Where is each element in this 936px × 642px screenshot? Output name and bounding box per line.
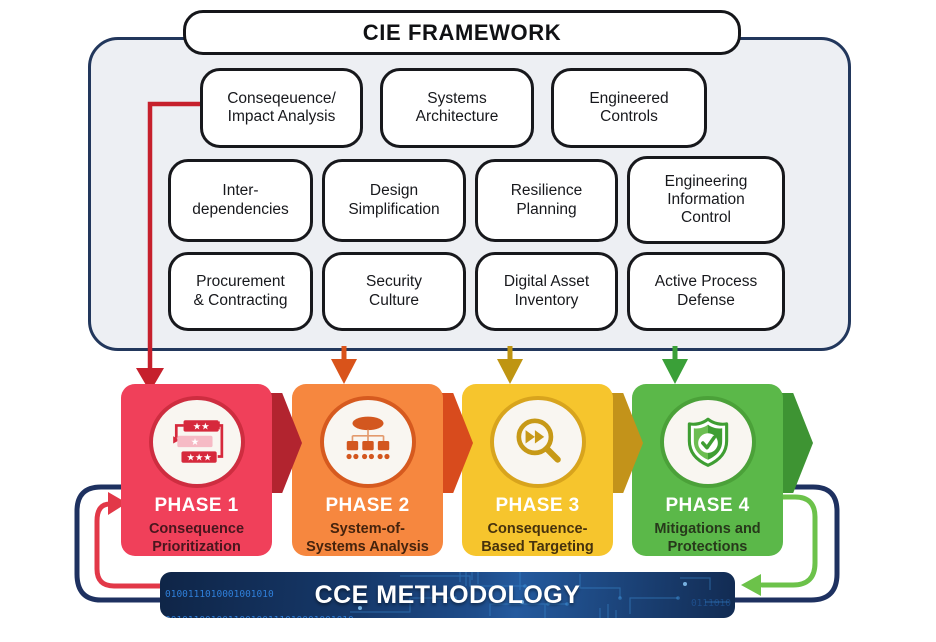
framework-to-phase4-arrow xyxy=(662,359,688,384)
phase3-label: PHASE 3 xyxy=(495,494,580,516)
framework-to-phase2-arrow xyxy=(331,359,357,384)
system-of-systems-icon xyxy=(345,416,390,459)
phase1-card: ★★ ★ ★★★ PHASE 1 Consequence Prioritizat… xyxy=(121,384,272,556)
phase2-title: System-of- Systems Analysis xyxy=(306,520,429,555)
box-resilience-planning: Resilience Planning xyxy=(475,159,618,242)
phase4-title: Mitigations and Protections xyxy=(654,520,761,555)
binary-code-text-right: 0111010 010010 xyxy=(690,598,731,609)
phase2-label: PHASE 2 xyxy=(325,494,410,516)
phase4-label: PHASE 4 xyxy=(665,494,750,516)
box-systems-architecture: Systems Architecture xyxy=(380,68,534,148)
phase4-icon-circle xyxy=(659,396,756,488)
phase4-card: PHASE 4 Mitigations and Protections xyxy=(632,384,783,556)
phase2-card: PHASE 2 System-of- Systems Analysis xyxy=(292,384,443,556)
phase1-icon-circle: ★★ ★ ★★★ xyxy=(148,396,245,488)
cce-methodology-banner: 0100111010001001010 00101100100110010011… xyxy=(160,572,735,618)
phase3-card: PHASE 3 Consequence- Based Targeting xyxy=(462,384,613,556)
phase3-title: Consequence- Based Targeting xyxy=(481,520,594,555)
svg-text:★★★: ★★★ xyxy=(186,452,211,462)
svg-text:★: ★ xyxy=(190,437,198,447)
phase1-label: PHASE 1 xyxy=(154,494,239,516)
box-digital-asset-inventory: Digital Asset Inventory xyxy=(475,252,618,331)
box-consequence-impact-analysis: Conseqeuence/ Impact Analysis xyxy=(200,68,363,148)
cie-framework-title: CIE FRAMEWORK xyxy=(183,10,741,55)
cce-methodology-title: CCE METHODOLOGY xyxy=(314,580,581,609)
box-interdependencies: Inter- dependencies xyxy=(168,159,313,242)
framework-to-phase3-arrow xyxy=(497,359,523,384)
box-design-simplification: Design Simplification xyxy=(322,159,466,242)
priority-ranking-icon: ★★ ★ ★★★ xyxy=(172,420,223,463)
phase2-icon-circle xyxy=(319,396,416,488)
box-engineered-controls: Engineered Controls xyxy=(551,68,707,148)
box-active-process-defense: Active Process Defense xyxy=(627,252,785,331)
phase1-title: Consequence Prioritization xyxy=(148,520,245,555)
phase3-icon-circle xyxy=(489,396,586,488)
targeting-magnifier-icon xyxy=(516,418,561,463)
shield-check-icon xyxy=(687,417,728,467)
box-procurement-contracting: Procurement & Contracting xyxy=(168,252,313,331)
svg-text:★★: ★★ xyxy=(192,421,209,431)
box-security-culture: Security Culture xyxy=(322,252,466,331)
box-engineering-information-control: Engineering Information Control xyxy=(627,156,785,244)
